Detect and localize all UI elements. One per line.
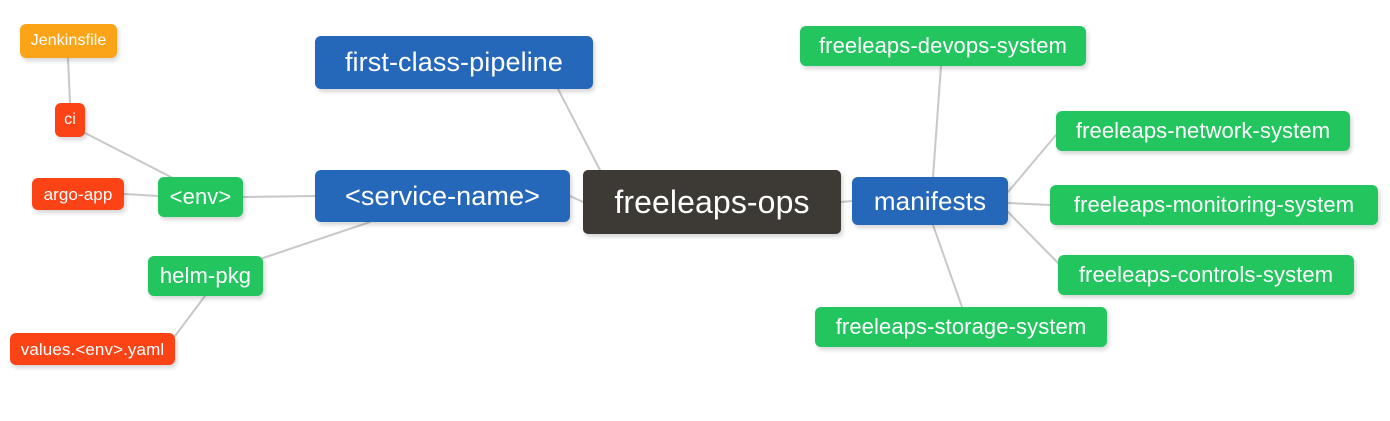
node-label: freeleaps-monitoring-system <box>1073 192 1355 217</box>
edge-service-name-to-freeleaps-ops <box>569 195 584 203</box>
node-label: helm-pkg <box>159 263 252 288</box>
mindmap-node-values-env-yaml[interactable]: values.<env>.yaml <box>10 333 175 365</box>
mindmap-node-service-name[interactable]: <service-name> <box>315 170 570 222</box>
mindmap-node-freeleaps-controls-system[interactable]: freeleaps-controls-system <box>1058 255 1354 295</box>
mindmap-node-helm-pkg[interactable]: helm-pkg <box>148 256 263 296</box>
mindmap-node-freeleaps-storage-system[interactable]: freeleaps-storage-system <box>815 307 1107 347</box>
edge-helm-pkg-to-service-name <box>262 221 371 259</box>
mindmap-node-env[interactable]: <env> <box>158 177 243 217</box>
node-label: freeleaps-ops <box>614 184 810 220</box>
node-label: <env> <box>169 184 232 209</box>
node-label: freeleaps-controls-system <box>1078 262 1334 287</box>
edge-manifests-to-freeleaps-storage-system <box>932 224 963 308</box>
node-label: manifests <box>873 186 987 216</box>
edge-jenkinsfile-to-ci <box>67 57 71 104</box>
node-label: argo-app <box>43 184 113 204</box>
mindmap-node-argo-app[interactable]: argo-app <box>32 178 124 210</box>
mindmap-node-first-class-pipeline[interactable]: first-class-pipeline <box>315 36 593 89</box>
edge-values-env-yaml-to-helm-pkg <box>174 295 206 337</box>
node-label: first-class-pipeline <box>344 47 564 77</box>
node-label: <service-name> <box>345 180 540 211</box>
edge-argo-app-to-env <box>123 193 159 197</box>
node-label: ci <box>64 111 76 128</box>
edge-manifests-to-freeleaps-ops <box>840 200 853 203</box>
edge-manifests-to-freeleaps-devops-system <box>932 65 942 178</box>
mindmap-node-jenkinsfile[interactable]: Jenkinsfile <box>20 24 117 58</box>
edge-env-to-service-name <box>242 195 316 198</box>
node-label: freeleaps-network-system <box>1075 118 1331 143</box>
edge-first-class-pipeline-to-freeleaps-ops <box>557 88 601 171</box>
mindmap-node-freeleaps-devops-system[interactable]: freeleaps-devops-system <box>800 26 1086 66</box>
edge-manifests-to-freeleaps-network-system <box>1007 134 1057 193</box>
node-label: freeleaps-devops-system <box>818 33 1068 58</box>
node-label: freeleaps-storage-system <box>835 314 1087 339</box>
mindmap-node-freeleaps-network-system[interactable]: freeleaps-network-system <box>1056 111 1350 151</box>
node-label: Jenkinsfile <box>30 32 107 49</box>
mindmap-node-freeleaps-monitoring-system[interactable]: freeleaps-monitoring-system <box>1050 185 1378 225</box>
mindmap-node-freeleaps-ops[interactable]: freeleaps-ops <box>583 170 841 234</box>
mindmap-node-ci[interactable]: ci <box>55 103 85 137</box>
mindmap-node-manifests[interactable]: manifests <box>852 177 1008 225</box>
edge-manifests-to-freeleaps-monitoring-system <box>1007 202 1051 206</box>
node-label: values.<env>.yaml <box>20 339 165 359</box>
